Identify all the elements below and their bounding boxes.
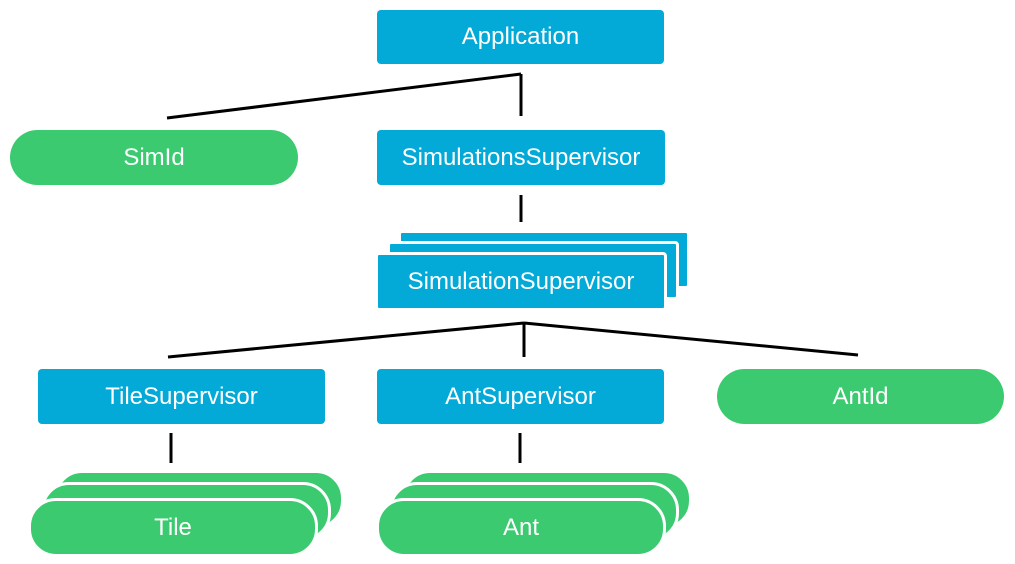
simulationssupervisor-node: SimulationsSupervisor (377, 130, 665, 185)
tilesupervisor-node: TileSupervisor (38, 369, 325, 424)
antsupervisor-node: AntSupervisor (377, 369, 664, 424)
edge-application-simid (166, 72, 522, 120)
edge-simulationsupervisor-tilesupervisor (167, 321, 525, 359)
simid-node: SimId (10, 130, 298, 185)
tile-node: Tile (28, 498, 318, 557)
ant-node: Ant (376, 498, 666, 557)
edge-simulationsupervisor-antid (523, 321, 859, 357)
antid-node: AntId (717, 369, 1004, 424)
simulationsupervisor-node: SimulationSupervisor (375, 252, 667, 311)
application-node: Application (377, 10, 664, 64)
